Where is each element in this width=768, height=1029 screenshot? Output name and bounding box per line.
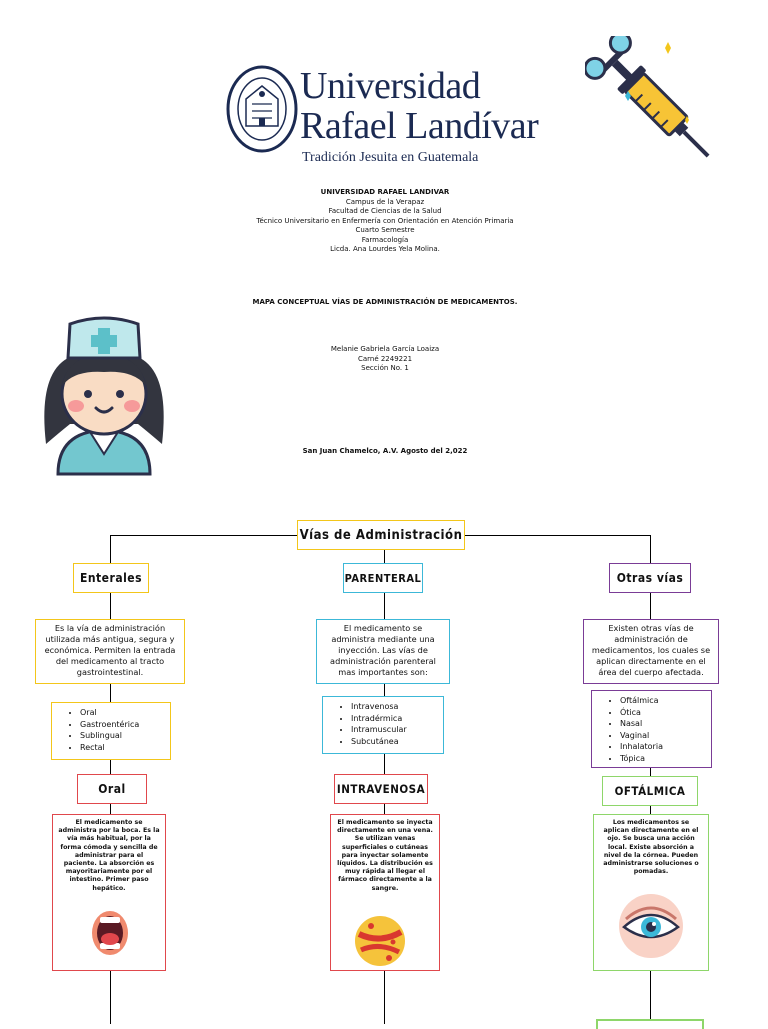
enterales-title: Enterales bbox=[73, 563, 149, 593]
header-line: Técnico Universitario en Enfermería con … bbox=[256, 216, 514, 225]
enterales-description: Es la vía de administración utilizada má… bbox=[35, 619, 185, 684]
next-box-partial bbox=[596, 1019, 704, 1029]
connector bbox=[384, 804, 385, 814]
list-item: Vaginal bbox=[620, 730, 707, 742]
connector bbox=[650, 768, 651, 776]
parenteral-list: Intravenosa Intradérmica Intramuscular S… bbox=[322, 696, 444, 754]
university-seal-icon bbox=[226, 65, 298, 153]
nurse-avatar-icon bbox=[44, 316, 164, 476]
header-line: Campus de la Verapaz bbox=[345, 197, 425, 206]
header-line: UNIVERSIDAD RAFAEL LANDIVAR bbox=[320, 188, 450, 196]
list-item: Gastroentérica bbox=[80, 719, 166, 731]
connector bbox=[384, 754, 385, 774]
header-line: Licda. Ana Lourdes Yela Molina. bbox=[330, 245, 440, 253]
otras-vias-list: Oftálmica Ótica Nasal Vaginal Inhalatori… bbox=[591, 690, 712, 768]
oral-card: El medicamento se administra por la boca… bbox=[52, 814, 166, 971]
list-item: Inhalatoria bbox=[620, 741, 707, 753]
oral-text: El medicamento se administra por la boca… bbox=[58, 819, 160, 892]
list-item: Tópica bbox=[620, 753, 707, 765]
list-item: Oftálmica bbox=[620, 695, 707, 707]
oftalmica-card: Los medicamentos se aplican directamente… bbox=[593, 814, 709, 971]
university-name-line1: Universidad bbox=[300, 65, 481, 107]
syringe-icon bbox=[585, 36, 710, 158]
oral-title: Oral bbox=[77, 774, 147, 804]
oftalmica-text: Los medicamentos se aplican directamente… bbox=[603, 819, 699, 876]
connector bbox=[384, 548, 385, 563]
eye-icon bbox=[619, 894, 683, 958]
mouth-icon bbox=[92, 911, 128, 955]
connector bbox=[110, 684, 111, 702]
connector bbox=[110, 593, 111, 619]
student-id: Carné 2249221 bbox=[357, 354, 413, 363]
connector bbox=[650, 971, 651, 1019]
list-item: Intravenosa bbox=[351, 701, 439, 713]
connector bbox=[110, 760, 111, 774]
connector bbox=[384, 684, 385, 696]
parenteral-title: PARENTERAL bbox=[343, 563, 423, 593]
list-item: Rectal bbox=[80, 742, 166, 754]
connector bbox=[650, 806, 651, 814]
intravenosa-card: El medicamento se inyecta directamente e… bbox=[330, 814, 440, 971]
connector bbox=[110, 535, 111, 563]
list-item: Ótica bbox=[620, 707, 707, 719]
blood-cells-icon bbox=[355, 916, 405, 966]
student-info: Melanie Gabriela García Loaiza Carné 224… bbox=[180, 345, 590, 374]
student-name: Melanie Gabriela García Loaiza bbox=[330, 345, 440, 353]
list-item: Intradérmica bbox=[351, 713, 439, 725]
university-tagline: Tradición Jesuita en Guatemala bbox=[302, 150, 479, 165]
connector bbox=[384, 593, 385, 619]
list-item: Sublingual bbox=[80, 730, 166, 742]
list-item: Oral bbox=[80, 707, 166, 719]
oftalmica-title: OFTÁLMICA bbox=[602, 776, 698, 806]
header-line: Cuarto Semestre bbox=[355, 226, 415, 234]
connector bbox=[384, 971, 385, 1024]
header-info: UNIVERSIDAD RAFAEL LANDIVAR Campus de la… bbox=[180, 188, 590, 255]
otras-vias-description: Existen otras vías de administración de … bbox=[583, 619, 719, 684]
list-item: Nasal bbox=[620, 718, 707, 730]
place-date: San Juan Chamelco, A.V. Agosto del 2,022 bbox=[302, 447, 468, 455]
header-line: Farmacología bbox=[361, 235, 409, 244]
document-subject: MAPA CONCEPTUAL VÍAS DE ADMINISTRACIÓN D… bbox=[252, 298, 518, 306]
connector bbox=[110, 971, 111, 1024]
parenteral-description: El medicamento se administra mediante un… bbox=[316, 619, 450, 684]
otras-vias-title: Otras vías bbox=[609, 563, 691, 593]
connector bbox=[650, 593, 651, 619]
map-root-title: Vías de Administración bbox=[297, 520, 465, 550]
intravenosa-title: INTRAVENOSA bbox=[334, 774, 428, 804]
connector bbox=[650, 535, 651, 563]
intravenosa-text: El medicamento se inyecta directamente e… bbox=[337, 819, 433, 892]
list-item: Subcutánea bbox=[351, 736, 439, 748]
university-logo bbox=[226, 62, 526, 172]
list-item: Intramuscular bbox=[351, 724, 439, 736]
header-line: Facultad de Ciencias de la Salud bbox=[328, 207, 442, 215]
student-section: Sección No. 1 bbox=[361, 364, 409, 372]
university-name-line2: Rafael Landívar bbox=[300, 105, 539, 147]
enterales-list: Oral Gastroentérica Sublingual Rectal bbox=[51, 702, 171, 760]
connector bbox=[110, 804, 111, 814]
